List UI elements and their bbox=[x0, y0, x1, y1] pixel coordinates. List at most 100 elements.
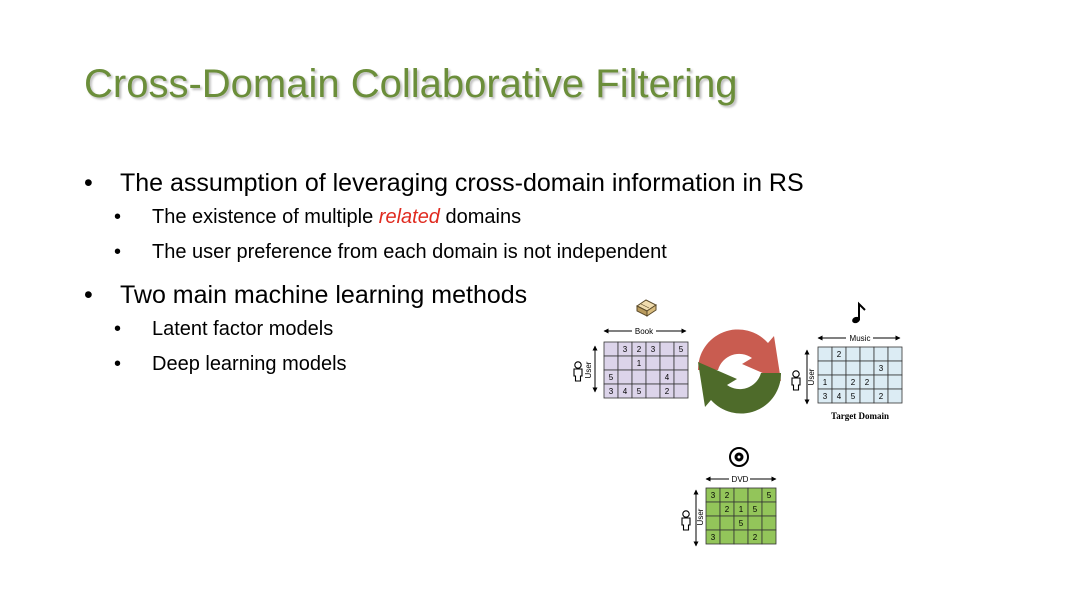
rating-value: 2 bbox=[725, 491, 730, 500]
rating-value: 3 bbox=[711, 491, 716, 500]
rating-value: 5 bbox=[637, 387, 642, 396]
bullet-list: • The assumption of leveraging cross-doma… bbox=[84, 166, 804, 382]
target-domain-caption: Target Domain bbox=[831, 411, 889, 421]
matrix-cell bbox=[747, 487, 763, 503]
matrix-cell bbox=[859, 346, 875, 362]
matrix-cell bbox=[617, 355, 633, 371]
bullet-dot: • bbox=[114, 241, 122, 263]
sub-bullet-item: •Latent factor models bbox=[84, 312, 804, 347]
matrix-cell bbox=[603, 355, 619, 371]
matrix-cell bbox=[719, 529, 735, 545]
matrix-cell bbox=[747, 515, 763, 531]
matrix-cell bbox=[645, 383, 661, 399]
matrix-cell bbox=[719, 515, 735, 531]
matrix-cell bbox=[733, 529, 749, 545]
bullet-dot: • bbox=[114, 206, 122, 228]
matrix-cell bbox=[831, 374, 847, 390]
user-icon bbox=[681, 510, 691, 531]
matrix-cell bbox=[845, 360, 861, 376]
rating-value: 4 bbox=[623, 387, 628, 396]
matrix-cell bbox=[659, 355, 675, 371]
bullet-text: Two main machine learning methods bbox=[120, 281, 528, 309]
rating-value: 2 bbox=[879, 392, 884, 401]
dvd-axis-label: DVD bbox=[705, 475, 777, 484]
red-arrow bbox=[697, 329, 781, 381]
bullet-item: •Two main machine learning methods bbox=[84, 278, 804, 312]
matrix-cell bbox=[761, 529, 777, 545]
rating-value: 5 bbox=[739, 519, 744, 528]
sub-bullet-text: Deep learning models bbox=[152, 353, 347, 375]
bullet-dot: • bbox=[84, 169, 93, 197]
rating-value: 5 bbox=[851, 392, 856, 401]
matrix-cell bbox=[645, 369, 661, 385]
dvd-user-axis: User bbox=[693, 489, 705, 547]
green-arrow bbox=[698, 362, 782, 414]
rating-value: 1 bbox=[739, 505, 744, 514]
rating-value: 3 bbox=[823, 392, 828, 401]
rating-value: 2 bbox=[837, 350, 842, 359]
music-note-icon bbox=[852, 301, 866, 324]
rating-value: 5 bbox=[679, 345, 684, 354]
matrix-cell bbox=[859, 388, 875, 404]
matrix-cell bbox=[673, 355, 689, 371]
rating-value: 4 bbox=[665, 373, 670, 382]
book-user-label: User bbox=[584, 361, 593, 378]
matrix-cell bbox=[705, 501, 721, 517]
matrix-cell bbox=[603, 341, 619, 357]
rating-value: 4 bbox=[837, 392, 842, 401]
matrix-cell bbox=[659, 341, 675, 357]
dvd-user-label: User bbox=[696, 508, 705, 525]
book-user-axis: User bbox=[584, 345, 598, 393]
music-axis-label: Music bbox=[817, 334, 901, 343]
rating-value: 5 bbox=[609, 373, 614, 382]
matrix-cell bbox=[887, 346, 903, 362]
rating-value: 2 bbox=[637, 345, 642, 354]
matrix-cell bbox=[705, 515, 721, 531]
emphasis-text: related bbox=[378, 206, 440, 228]
matrix-cell bbox=[817, 346, 833, 362]
rating-value: 3 bbox=[711, 533, 716, 542]
matrix-cell bbox=[817, 360, 833, 376]
sub-bullet-text: Latent factor models bbox=[152, 318, 334, 340]
bullet-item: • The assumption of leveraging cross-doma… bbox=[84, 166, 804, 200]
disc-icon bbox=[729, 447, 749, 467]
matrix-cell bbox=[645, 355, 661, 371]
rating-value: 3 bbox=[623, 345, 628, 354]
matrix-cell bbox=[733, 487, 749, 503]
matrix-cell bbox=[887, 388, 903, 404]
slide-title: Cross-Domain Collaborative Filtering bbox=[84, 62, 738, 106]
rating-value: 2 bbox=[865, 378, 870, 387]
matrix-cell bbox=[761, 515, 777, 531]
matrix-cell bbox=[887, 374, 903, 390]
matrix-cell bbox=[761, 501, 777, 517]
sub-bullet-text: domains bbox=[439, 206, 522, 228]
matrix-cell bbox=[873, 374, 889, 390]
bullet-text: The assumption of leveraging cross-domai… bbox=[120, 169, 804, 197]
book-label: Book bbox=[635, 327, 654, 336]
sub-bullet-text: The existence of multiple bbox=[152, 206, 379, 228]
user-icon bbox=[791, 370, 801, 391]
rating-value: 1 bbox=[637, 359, 642, 368]
rating-value: 2 bbox=[725, 505, 730, 514]
matrix-cell bbox=[859, 360, 875, 376]
matrix-cell bbox=[617, 369, 633, 385]
rating-value: 1 bbox=[823, 378, 828, 387]
music-user-label: User bbox=[807, 368, 816, 385]
book-icon bbox=[636, 299, 657, 317]
sub-bullet-item: • The existence of multiple related domai… bbox=[84, 200, 804, 235]
matrix-cell bbox=[673, 369, 689, 385]
rating-value: 3 bbox=[651, 345, 656, 354]
matrix-cell bbox=[873, 346, 889, 362]
rating-value: 2 bbox=[851, 378, 856, 387]
matrix-cell bbox=[631, 369, 647, 385]
dvd-label: DVD bbox=[732, 475, 749, 484]
sub-bullet-item: • Deep learning models bbox=[84, 347, 804, 382]
bullet-dot: • bbox=[114, 353, 122, 375]
sub-bullet-text: The user preference from each domain is … bbox=[152, 241, 667, 263]
matrix-cell bbox=[673, 383, 689, 399]
music-label: Music bbox=[850, 334, 871, 343]
